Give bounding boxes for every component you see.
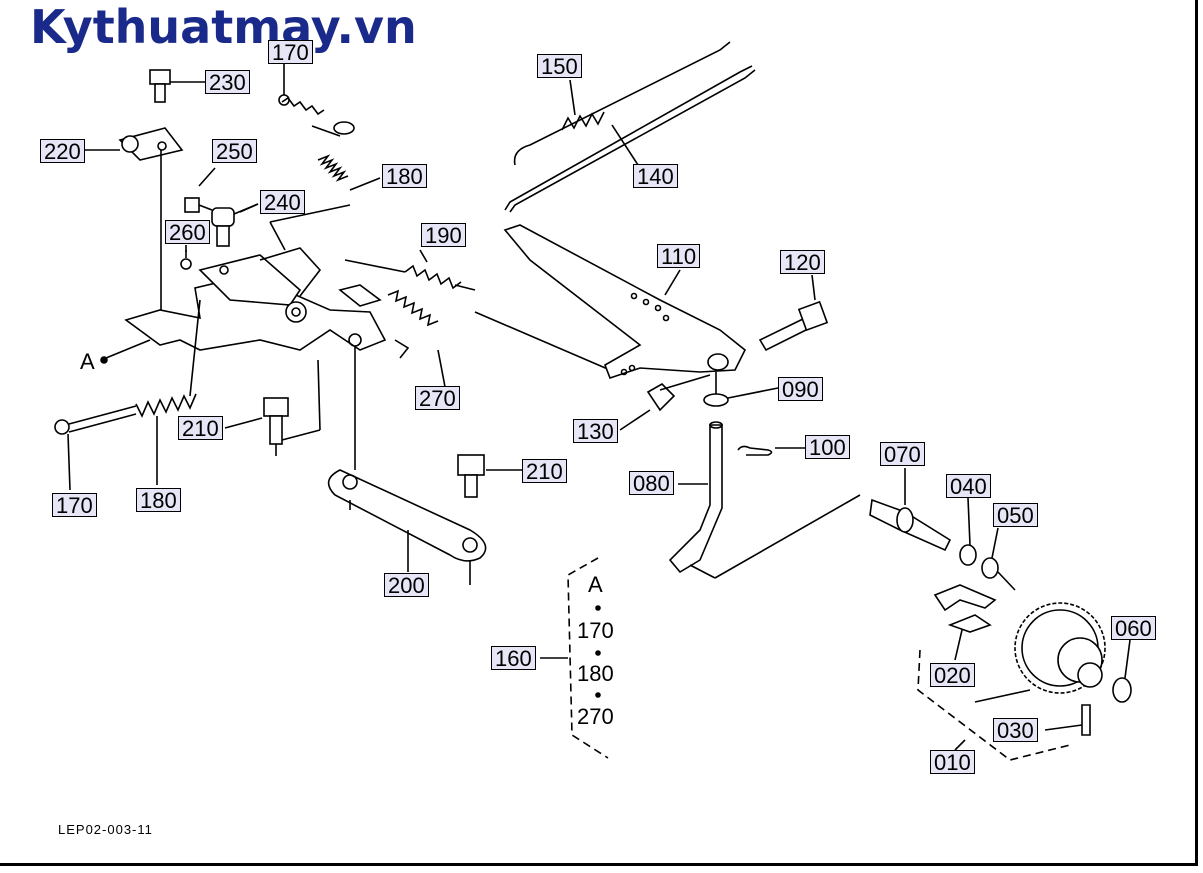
bracket-220-part (85, 127, 184, 325)
callout-240: 240 (260, 190, 305, 215)
callout-180-bottom: 180 (136, 488, 181, 513)
pin-100-part (737, 445, 806, 456)
callout-130: 130 (573, 419, 618, 444)
shaft-070-part (869, 468, 952, 552)
callout-260: 260 (165, 220, 210, 245)
kit-160-bracket (567, 557, 609, 759)
callout-270: 270 (415, 386, 460, 411)
callout-060: 060 (1111, 616, 1156, 641)
washer-090-part (703, 372, 779, 407)
spring-170-top-part (278, 62, 355, 137)
bolt-210-right-part (457, 454, 522, 498)
kit-dot-1 (595, 605, 601, 611)
callout-200: 200 (384, 573, 429, 598)
group-010-bracket (917, 649, 1071, 761)
pin-030-part (1044, 704, 1091, 736)
nut-130-part (619, 374, 711, 431)
callout-170-bottom: 170 (52, 493, 97, 518)
callout-050: 050 (993, 503, 1038, 528)
bolt-230-part (149, 69, 205, 103)
callout-070: 070 (880, 442, 925, 467)
lever-110-part (503, 224, 747, 380)
kit-item-170: 170 (577, 618, 614, 643)
callout-090: 090 (778, 377, 823, 402)
kit-item-180: 180 (577, 661, 614, 686)
leader-010 (954, 739, 966, 751)
governor-gear-010-part (974, 602, 1106, 703)
point-a-label: A (80, 349, 95, 374)
kit-item-270: 270 (577, 704, 614, 729)
bolt-170-bottom-part (54, 405, 137, 491)
weight-020-part (933, 584, 997, 661)
speed-lever-plate (124, 247, 410, 470)
spring-190-part (344, 249, 476, 291)
callout-020: 020 (930, 663, 975, 688)
kit-dot-2 (595, 650, 601, 656)
link-wire (474, 311, 611, 371)
callout-110: 110 (657, 244, 701, 269)
drawing-reference: LEP02-003-11 (58, 822, 153, 837)
callout-210-left: 210 (178, 416, 223, 441)
spring-180-top-part (269, 154, 381, 251)
pin-240-part (211, 203, 259, 247)
bolt-210-left-part (224, 359, 321, 456)
callout-010: 010 (930, 750, 975, 775)
callout-080: 080 (629, 471, 674, 496)
spring-180-bottom-part (135, 299, 201, 485)
bolt-120-part (758, 274, 829, 352)
link-200-part (327, 469, 487, 585)
callout-250: 250 (212, 139, 257, 164)
kit-item-a: A (588, 572, 603, 597)
kit-dot-3 (595, 692, 601, 698)
ring-050-part (981, 527, 1016, 591)
ring-060-part (1112, 639, 1132, 703)
callout-230: 230 (205, 70, 250, 95)
callout-180-top: 180 (382, 164, 427, 189)
callout-160: 160 (491, 646, 536, 671)
callout-030: 030 (993, 718, 1038, 743)
spring-150-part (561, 79, 605, 131)
leader-240 (239, 203, 259, 213)
callout-190: 190 (421, 223, 466, 248)
washer-040-part (959, 497, 977, 566)
callout-040: 040 (946, 474, 991, 499)
callout-120: 120 (780, 250, 825, 275)
callout-100: 100 (805, 435, 850, 460)
spring-270-part (387, 289, 447, 393)
callout-170-top: 170 (268, 40, 313, 65)
callout-140: 140 (633, 164, 678, 189)
leader-a (105, 339, 151, 359)
shaft-080-part (668, 421, 861, 579)
rod-140-part (504, 41, 756, 213)
screw-250-part (184, 167, 216, 213)
callout-220: 220 (40, 139, 85, 164)
site-watermark: Kythuatmay.vn (30, 0, 417, 54)
callout-150: 150 (537, 54, 582, 79)
callout-210-right: 210 (522, 459, 567, 484)
circlip-260-part (180, 250, 192, 270)
point-a-dot (100, 356, 108, 364)
